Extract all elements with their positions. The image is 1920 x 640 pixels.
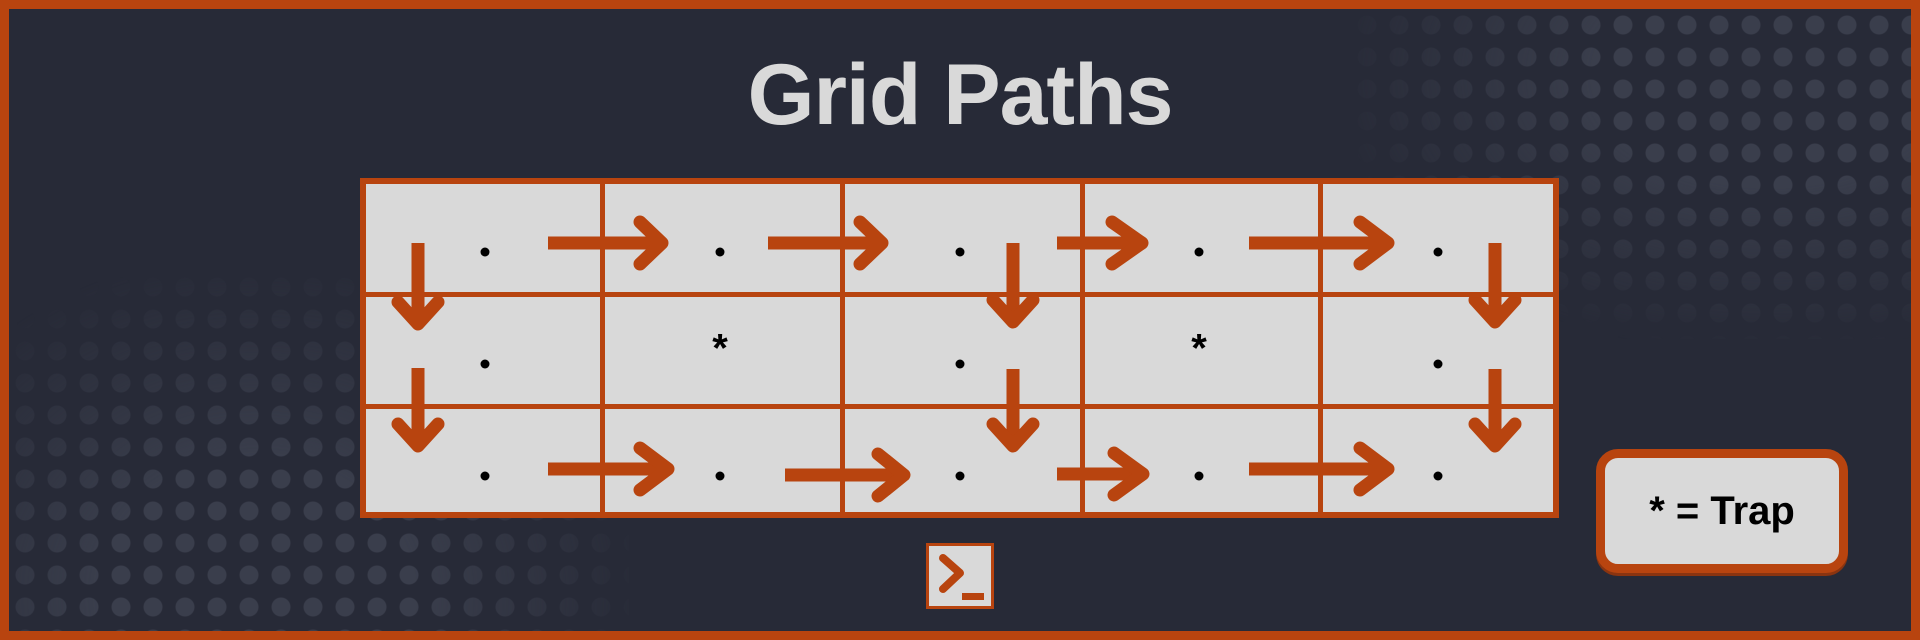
cell-2-0-dot	[480, 471, 490, 481]
cell-1-3-trap: *	[1191, 326, 1207, 371]
grid-column-divider	[840, 184, 845, 512]
arrow-right-icon	[1249, 215, 1395, 271]
cell-2-1-dot	[715, 471, 725, 481]
arrow-right-icon	[548, 215, 669, 271]
legend-box: * = Trap	[1596, 449, 1848, 573]
arrow-down-icon	[1468, 369, 1522, 453]
cell-2-2-dot	[955, 471, 965, 481]
arrow-right-icon	[768, 215, 889, 271]
cell-0-3-dot	[1194, 247, 1204, 257]
cell-0-1-dot	[715, 247, 725, 257]
arrow-down-icon	[986, 243, 1040, 329]
cell-1-4-dot	[1433, 359, 1443, 369]
legend-label: * = Trap	[1649, 488, 1795, 533]
cell-0-2-dot	[955, 247, 965, 257]
page-title: Grid Paths	[747, 47, 1174, 143]
arrow-down-icon	[986, 369, 1040, 453]
arrow-down-icon	[1468, 243, 1522, 329]
grid-column-divider	[1318, 184, 1323, 512]
grid-row-divider	[366, 292, 1553, 297]
grid-lines	[366, 184, 1553, 512]
arrow-right-icon	[1249, 441, 1395, 497]
arrow-right-icon	[548, 441, 675, 497]
cell-1-0-dot	[480, 359, 490, 369]
cell-0-4-dot	[1433, 247, 1443, 257]
arrow-right-icon	[1057, 446, 1150, 502]
cell-2-4-dot	[1433, 471, 1443, 481]
cell-1-1-trap: *	[712, 326, 728, 371]
grid-board: * *	[360, 178, 1559, 518]
cell-1-2-dot	[955, 359, 965, 369]
cell-0-0-dot	[480, 247, 490, 257]
arrow-right-icon	[785, 447, 911, 503]
arrow-right-icon	[1057, 215, 1149, 271]
arrow-down-icon	[391, 243, 445, 331]
grid-column-divider	[1080, 184, 1085, 512]
arrow-down-icon	[391, 368, 445, 453]
grid-column-divider	[600, 184, 605, 512]
terminal-prompt-icon	[926, 543, 994, 609]
cell-2-3-dot	[1194, 471, 1204, 481]
grid-row-divider	[366, 404, 1553, 409]
